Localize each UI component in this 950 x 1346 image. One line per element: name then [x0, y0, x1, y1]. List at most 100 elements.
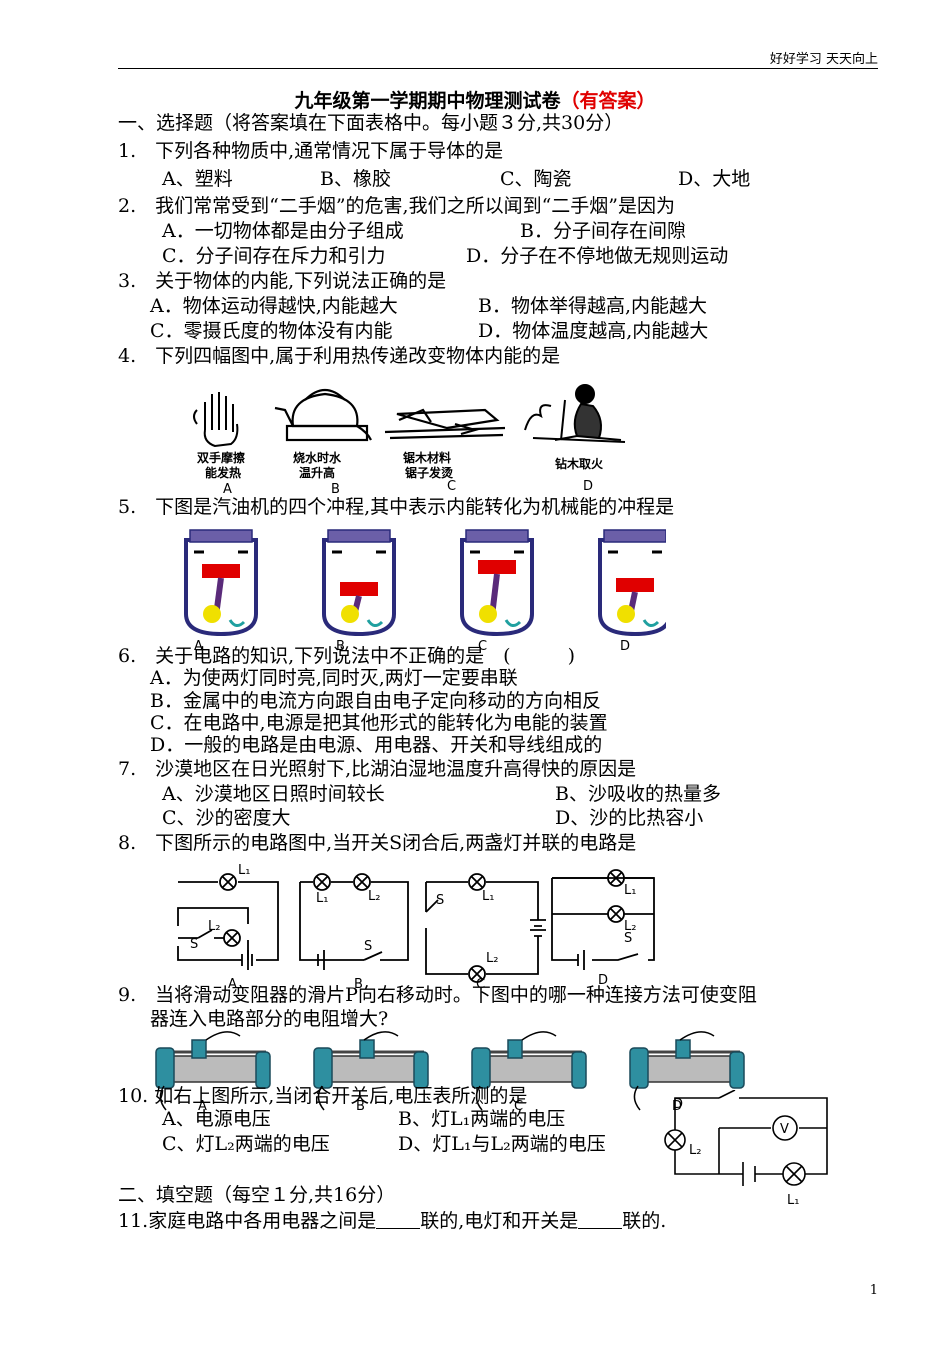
rotation-arrow — [504, 619, 522, 627]
crank-wheel — [203, 605, 221, 623]
q2-option-c: C．分子间存在斥力和引力 — [162, 245, 386, 267]
q7-option-a: A、沙漠地区日照时间较长 — [162, 783, 385, 805]
piston — [340, 582, 378, 596]
q8-d-l2: L₂ — [624, 919, 636, 934]
page-header: 好好学习 天天向上 — [769, 52, 878, 67]
q5-letter: A — [194, 639, 203, 650]
rheostat-left-post — [155, 1047, 175, 1089]
rheostat-wire — [475, 1085, 483, 1111]
rheostat-wire — [679, 1031, 715, 1041]
crank-wheel — [617, 605, 635, 623]
rheostat-wire — [633, 1085, 641, 1111]
rheostat-slider — [191, 1039, 207, 1059]
rheostat-coil — [169, 1055, 261, 1083]
page-number: 1 — [869, 1283, 878, 1298]
q8-c-s: S — [436, 893, 444, 908]
q2-option-a: A．一切物体都是由分子组成 — [162, 220, 404, 242]
q10-stem: 10. 如右上图所示,当闭合开关后,电压表所测的是 — [118, 1085, 528, 1107]
title-main: 九年级第一学期期中物理测试卷 — [294, 90, 561, 112]
engine-head — [189, 529, 253, 543]
rheostat-wire — [363, 1031, 399, 1041]
q10-option-a: A、电源电压 — [162, 1108, 271, 1130]
q4-letter-b: B — [331, 482, 340, 495]
q6-option-a: A．为使两灯同时亮,同时灭,两灯一定要串联 — [150, 667, 518, 689]
q9-stem-line1: 9. 当将滑动变阻器的滑片P向右移动时。下图中的哪一种连接方法可使变阻 — [118, 984, 757, 1006]
q8-d-l1: L₁ — [624, 883, 636, 898]
rheostat-left-post — [629, 1047, 649, 1089]
q8-d-s: S — [624, 931, 632, 946]
q11-part3: 联的. — [622, 1210, 667, 1232]
q8-stem: 8. 下图所示的电路图中,当开关S闭合后,两盏灯并联的电路是 — [118, 832, 637, 854]
section2-heading: 二、填空题（每空１分,共16分） — [118, 1184, 396, 1206]
q6-option-d: D．一般的电路是由电源、用电器、开关和导线组成的 — [150, 734, 603, 756]
q2-option-b: B．分子间存在间隙 — [520, 220, 686, 242]
q8-figure: L₁ L₂ S L₁ L₂ S L₁ L₂ S L₁ L₂ S A B C D — [168, 864, 658, 988]
q9-letter: C — [514, 1099, 523, 1112]
q11-blank-1[interactable] — [376, 1210, 421, 1229]
q1-option-d: D、大地 — [678, 168, 751, 190]
q9-stem-line2: 器连入电路部分的电阻增大? — [150, 1008, 389, 1030]
section1-heading: 一、选择题（将答案填在下面表格中。每小题３分,共30分） — [118, 112, 624, 134]
circuit-d — [551, 869, 655, 970]
q10-option-d: D、灯L₁与L₂两端的电压 — [398, 1133, 606, 1155]
q8-c-l1: L₁ — [482, 889, 494, 904]
circuit-b — [299, 873, 409, 970]
circuit-c — [425, 873, 546, 983]
engine-head — [465, 529, 529, 543]
rheostat-left-post — [313, 1047, 333, 1089]
q2-stem: 2. 我们常常受到“二手烟”的危害,我们之所以闻到“二手烟”是因为 — [118, 195, 676, 217]
q4-caption-b2: 温升高 — [299, 465, 335, 480]
q11-part2: 联的,电灯和开关是 — [420, 1210, 579, 1232]
q4-caption-b: 烧水时水 — [293, 450, 342, 465]
hands-rubbing-illustration — [193, 392, 239, 448]
q9-letter: B — [356, 1099, 365, 1112]
q8-b-s: S — [364, 939, 372, 954]
page-title: 九年级第一学期期中物理测试卷（有答案） — [0, 86, 950, 113]
q3-option-c: C．零摄氏度的物体没有内能 — [150, 320, 393, 342]
rheostat-left-post — [471, 1047, 491, 1089]
q4-caption-c: 锯木材料 — [403, 450, 451, 465]
q4-caption-a: 双手摩擦 — [197, 450, 245, 465]
q1-option-b: B、橡胶 — [320, 168, 391, 190]
q7-option-b: B、沙吸收的热量多 — [555, 783, 721, 805]
q1-option-c: C、陶瓷 — [500, 168, 572, 190]
q10-option-b: B、灯L₁两端的电压 — [398, 1108, 566, 1130]
rheostat-right-post — [255, 1051, 271, 1089]
drill-fire-illustration — [524, 384, 626, 443]
q7-option-d: D、沙的比热容小 — [555, 807, 704, 829]
rheostat-slider — [507, 1039, 523, 1059]
q6-stem: 6. 关于电路的知识,下列说法中不正确的是 ( ) — [118, 645, 575, 667]
kettle-illustration — [274, 388, 372, 442]
q4-caption-d: 钻木取火 — [555, 456, 604, 471]
q5-letter: B — [336, 639, 345, 650]
q7-option-c: C、沙的密度大 — [162, 807, 291, 829]
q8-letter-d: D — [598, 973, 608, 988]
q1-option-a: A、塑料 — [162, 168, 233, 190]
q6-option-b: B．金属中的电流方向跟自由电子定向移动的方向相反 — [150, 690, 601, 712]
q8-c-l2: L₂ — [486, 951, 498, 966]
q10-voltmeter-label: V — [780, 1122, 789, 1137]
q8-a-l2: L₂ — [208, 919, 220, 934]
rheostat-wire — [521, 1031, 557, 1041]
rheostat-coil — [327, 1055, 419, 1083]
q3-stem: 3. 关于物体的内能,下列说法正确的是 — [118, 270, 447, 292]
q4-caption-a2: 能发热 — [205, 465, 241, 480]
q10-l2-label: L₂ — [689, 1143, 701, 1158]
q11-blank-2[interactable] — [578, 1210, 623, 1229]
q11-part1: 11.家庭电路中各用电器之间是 — [118, 1210, 377, 1232]
q9-letter: A — [198, 1099, 207, 1112]
rheostat-slider — [675, 1039, 691, 1059]
engine-head — [327, 529, 391, 543]
q8-a-s: S — [190, 937, 198, 952]
crank-wheel — [479, 605, 497, 623]
rheostat-coil — [485, 1055, 577, 1083]
q7-stem: 7. 沙漠地区在日光照射下,比湖泊湿地温度升高得快的原因是 — [118, 758, 637, 780]
q5-stem: 5. 下图是汽油机的四个冲程,其中表示内能转化为机械能的冲程是 — [118, 496, 675, 518]
q4-figure: 双手摩擦 能发热 烧水时水 温升高 锯木材料 锯子发烫 钻木取火 A B C D — [185, 380, 645, 495]
q4-letter-c: C — [447, 479, 456, 494]
engine-head — [603, 529, 666, 543]
rotation-arrow — [228, 619, 246, 627]
header-rule — [118, 68, 878, 69]
